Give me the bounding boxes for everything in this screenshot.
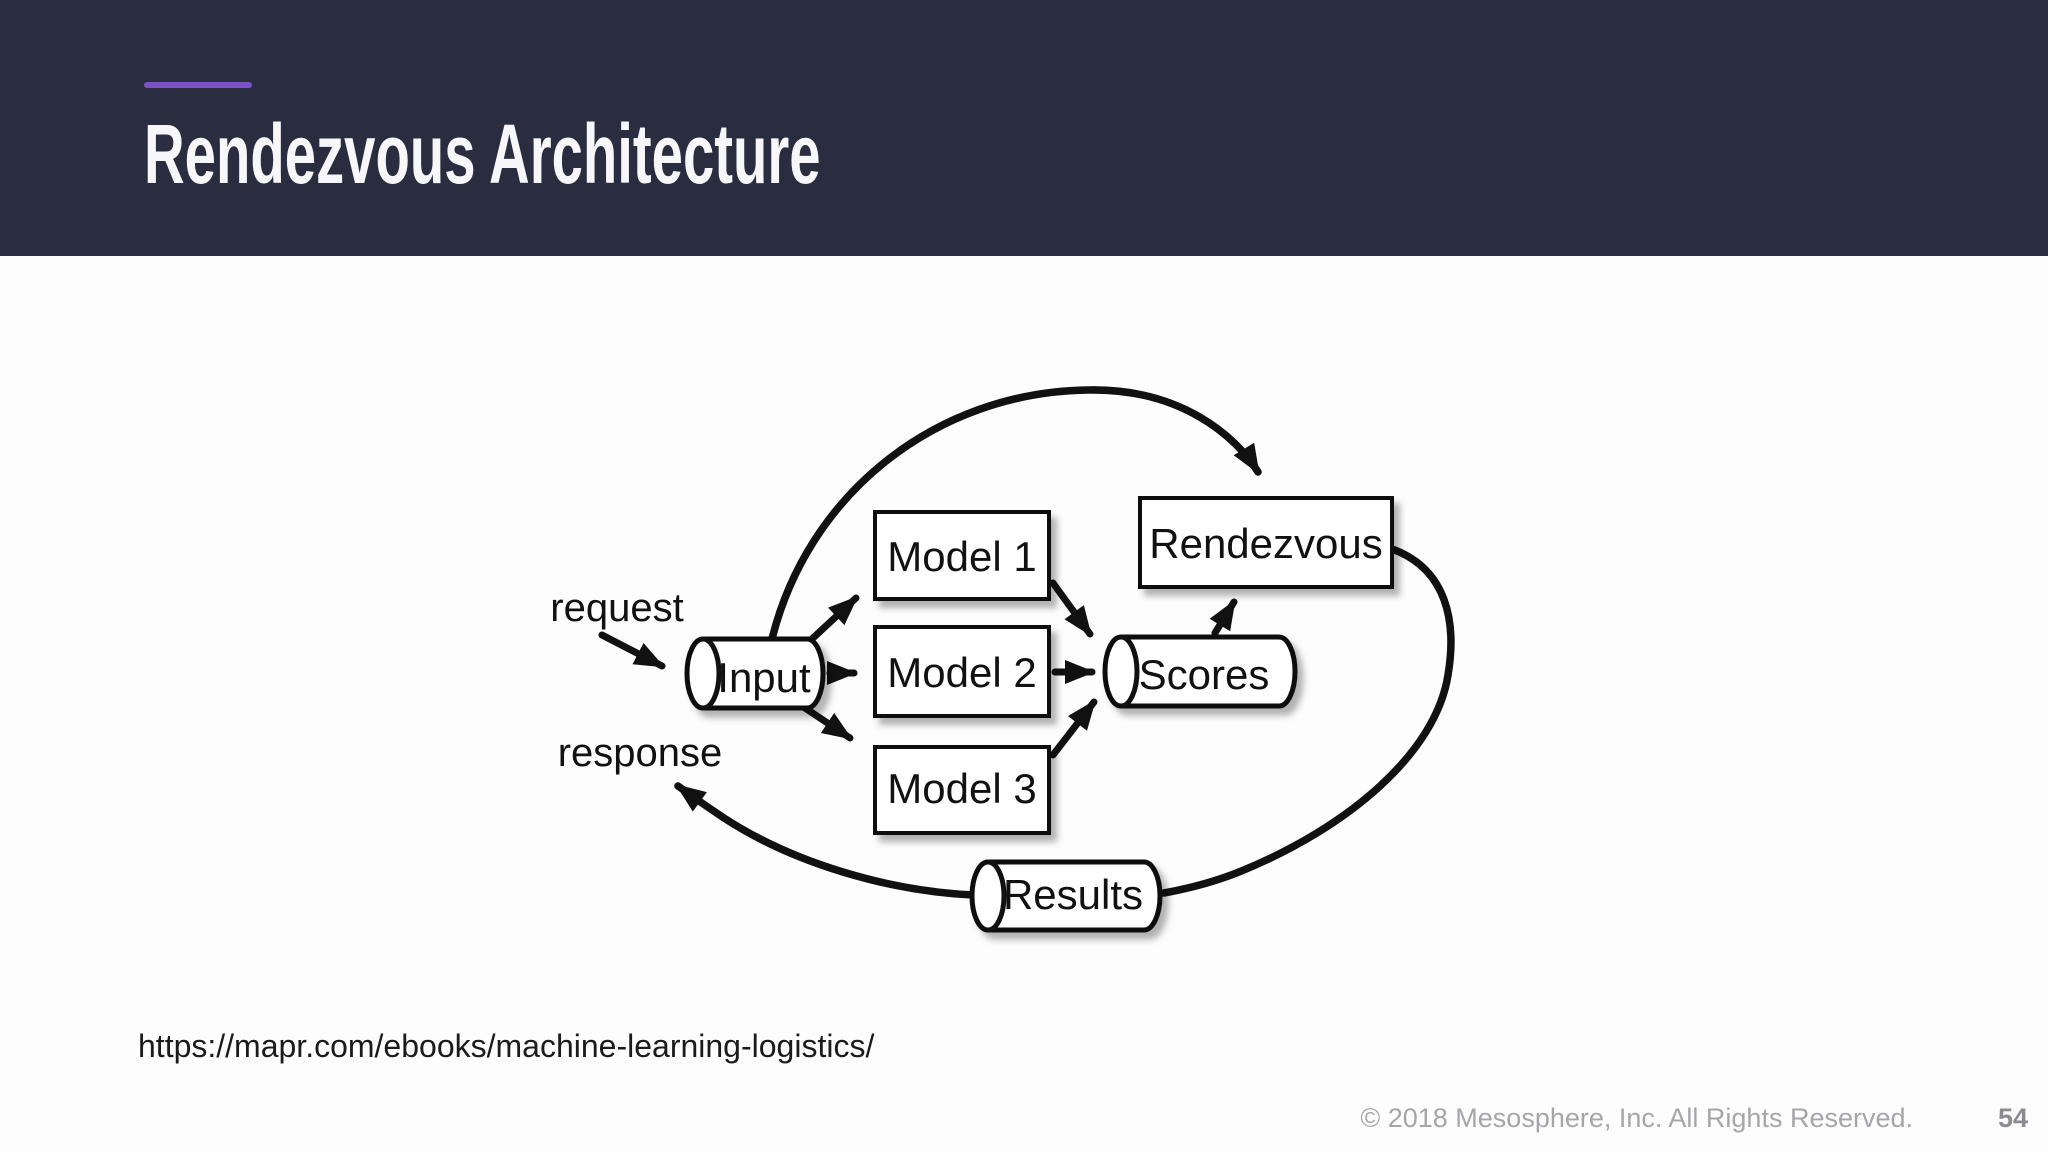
edge-scores-rendezvous: [1209, 598, 1238, 637]
edge-rendezvous-results: [1160, 545, 1455, 897]
node-scores-label: Scores: [1139, 651, 1270, 698]
copyright-notice: © 2018 Mesosphere, Inc. All Rights Reser…: [1360, 1103, 1913, 1133]
edge-request-input: [598, 631, 666, 670]
request-label: request: [550, 586, 683, 630]
node-rendezvous: Rendezvous: [1138, 496, 1394, 589]
node-model2-label: Model 2: [887, 649, 1036, 696]
node-input-label: Input: [717, 654, 811, 701]
node-model1-label: Model 1: [887, 533, 1036, 580]
node-rendezvous-label: Rendezvous: [1149, 520, 1382, 567]
response-label: response: [558, 731, 723, 775]
node-results: Results: [969, 859, 1163, 933]
node-model3-label: Model 3: [887, 765, 1036, 812]
edge-input-model3: [798, 702, 854, 742]
node-model3: Model 3: [873, 745, 1051, 835]
edge-model1-scores: [1049, 579, 1094, 638]
node-scores: Scores: [1102, 634, 1298, 709]
edge-input-rendezvous: [767, 386, 1262, 647]
node-model1: Model 1: [873, 510, 1051, 601]
edge-results-response: [674, 782, 977, 899]
source-url: https://mapr.com/ebooks/machine-learning…: [138, 1028, 875, 1064]
slide-title: Rendezvous Architecture: [144, 107, 821, 201]
node-model2: Model 2: [873, 625, 1051, 718]
edge-model3-scores: [1049, 698, 1098, 759]
accent-line: [144, 82, 252, 88]
slide-header: Rendezvous Architecture: [0, 0, 2048, 256]
node-input: Input: [684, 636, 826, 711]
node-results-label: Results: [1003, 871, 1143, 918]
page-number: 54: [1997, 1103, 2028, 1133]
